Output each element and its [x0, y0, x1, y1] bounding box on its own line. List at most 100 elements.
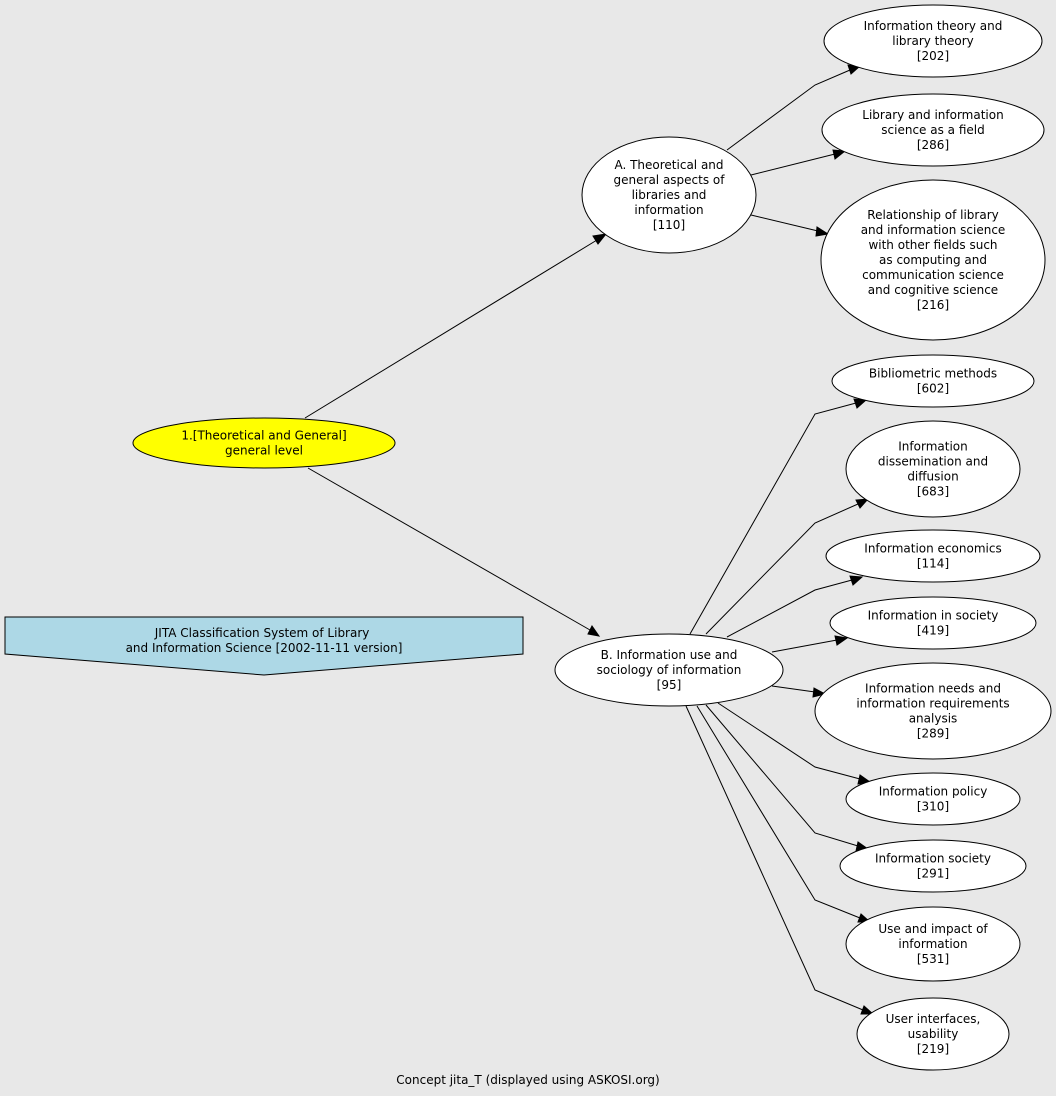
edge-root-b [307, 467, 591, 631]
node-b2-shape [845, 420, 1021, 518]
node-label-line: [219] [917, 1042, 949, 1056]
edge-b-b9 [685, 705, 864, 1011]
arrowhead-b-b3 [849, 575, 864, 586]
node-b7-label: Information society[291] [875, 852, 991, 881]
edge-b-b1 [689, 402, 857, 635]
arrowhead-b-b9 [860, 1005, 875, 1015]
node-b7[interactable]: Information society[291] [839, 839, 1027, 893]
node-label-line: [216] [917, 298, 949, 312]
node-label-line: diffusion [907, 470, 958, 484]
node-label-line: [291] [917, 867, 949, 881]
arrowhead-root-b [587, 625, 601, 637]
arrowhead-b-b1 [853, 398, 868, 409]
edge-b-b5 [771, 685, 816, 693]
node-label-line: User interfaces, [886, 1012, 981, 1026]
node-b6-shape [845, 772, 1021, 826]
banner-text: JITA Classification System of Library an… [126, 626, 403, 655]
banner-shape [4, 616, 524, 676]
node-b5-shape [814, 662, 1052, 760]
node-b6[interactable]: Information policy[310] [845, 772, 1021, 826]
node-label-line: Information in society [868, 609, 999, 623]
node-label-line: and information science [861, 223, 1006, 237]
footer-caption: Concept jita_T (displayed using ASKOSI.o… [396, 1073, 659, 1087]
node-b4-label: Information in society[419] [868, 609, 999, 638]
node-b-shape [554, 633, 784, 707]
edge-b-b2 [705, 503, 859, 635]
edge-b-b8 [696, 705, 861, 919]
node-label-line: Information needs and [865, 682, 1001, 696]
node-root[interactable]: 1.[Theoretical and General]general level [132, 417, 396, 469]
node-label-line: general level [225, 444, 303, 458]
node-label-line: Information society [875, 852, 991, 866]
node-label-line: dissemination and [878, 455, 988, 469]
node-label-line: [114] [917, 557, 949, 571]
node-label-line: [310] [917, 800, 949, 814]
node-label-line: 1.[Theoretical and General] [181, 429, 346, 443]
node-b4[interactable]: Information in society[419] [829, 596, 1037, 650]
edge-b-b6 [717, 702, 861, 780]
node-label-line: [202] [917, 49, 949, 63]
arrowhead-b-b2 [855, 498, 870, 509]
node-b3-shape [825, 529, 1041, 583]
node-label-line: Use and impact of [878, 922, 988, 936]
node-b3[interactable]: Information economics[114] [825, 529, 1041, 583]
node-label-line: communication science [862, 268, 1004, 282]
node-b9[interactable]: User interfaces,usability[219] [856, 997, 1010, 1071]
node-b4-shape [829, 596, 1037, 650]
node-a-shape [581, 136, 757, 254]
node-b1[interactable]: Bibliometric methods[602] [831, 354, 1035, 408]
banner-line: JITA Classification System of Library [154, 626, 370, 640]
node-label-line: Information economics [864, 542, 1001, 556]
node-label-line: information [634, 203, 703, 217]
node-label-line: usability [908, 1027, 959, 1041]
edge-a-a3 [750, 214, 819, 232]
banner-line: and Information Science [2002-11-11 vers… [126, 641, 403, 655]
node-label-line: science as a field [881, 123, 984, 137]
node-b7-shape [839, 839, 1027, 893]
node-a2-shape [821, 93, 1045, 167]
node-label-line: information requirements [856, 697, 1009, 711]
edge-root-a [304, 239, 598, 419]
node-label-line: Information theory and [864, 19, 1003, 33]
node-label-line: [602] [917, 382, 949, 396]
arrowhead-a-a3 [815, 226, 830, 237]
edge-b-b7 [705, 704, 859, 847]
node-root-label: 1.[Theoretical and General]general level [181, 429, 346, 458]
banner: JITA Classification System of Library an… [4, 616, 524, 676]
node-label-line: and cognitive science [868, 283, 998, 297]
node-label-line: information [898, 937, 967, 951]
arrowhead-a-a2 [832, 149, 847, 160]
node-label-line: Relationship of library [867, 208, 998, 222]
node-label-line: [286] [917, 138, 949, 152]
nodes: 1.[Theoretical and General]general level… [132, 4, 1052, 1071]
node-b1-shape [831, 354, 1035, 408]
node-label-line: [95] [657, 678, 682, 692]
node-label-line: B. Information use and [601, 648, 738, 662]
node-label-line: libraries and [632, 188, 707, 202]
edge-a-a1 [726, 69, 851, 151]
node-label-line: analysis [909, 712, 958, 726]
node-label-line: A. Theoretical and [614, 158, 723, 172]
node-label-line: [683] [917, 485, 949, 499]
node-label-line: [419] [917, 624, 949, 638]
node-label-line: with other fields such [868, 238, 997, 252]
node-label-line: [531] [917, 952, 949, 966]
node-label-line: [289] [917, 727, 949, 741]
node-label-line: as computing and [879, 253, 987, 267]
node-b9-label: User interfaces,usability[219] [886, 1012, 981, 1056]
node-a1-shape [823, 4, 1043, 78]
